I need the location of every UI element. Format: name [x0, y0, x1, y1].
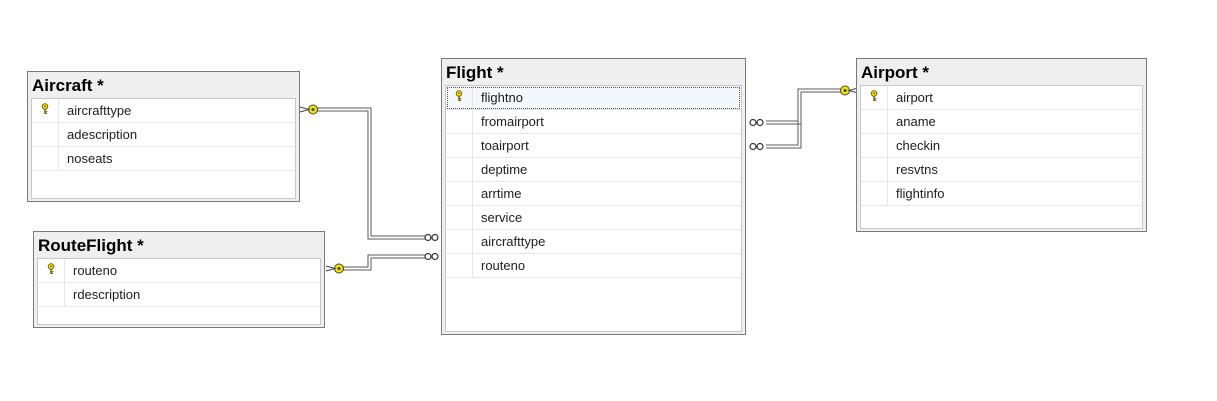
- column-name: noseats: [67, 151, 113, 166]
- column-row-aircrafttype[interactable]: aircrafttype: [32, 99, 295, 123]
- infinity-icon: [424, 233, 439, 242]
- column-name: aname: [896, 114, 936, 129]
- key-cell: [446, 134, 473, 157]
- column-name: routeno: [73, 263, 118, 278]
- table-flight[interactable]: Flight * flightno fromairport toairport dep…: [441, 58, 746, 335]
- column-name: toairport: [481, 138, 529, 153]
- column-name: flightinfo: [896, 186, 945, 201]
- key-cell: [861, 182, 888, 205]
- column-row-noseats[interactable]: noseats: [32, 147, 295, 171]
- column-row-airport[interactable]: airport: [861, 86, 1142, 110]
- key-cell: [861, 110, 888, 133]
- column-row-arrtime[interactable]: arrtime: [446, 182, 741, 206]
- key-icon: [454, 90, 464, 105]
- infinity-icon: [424, 252, 439, 261]
- key-cell: [32, 147, 59, 170]
- key-cell: [861, 86, 888, 109]
- infinity-icon: [749, 118, 764, 127]
- column-row-rdescription[interactable]: rdescription: [38, 283, 320, 307]
- key-cell: [446, 110, 473, 133]
- column-name: arrtime: [481, 186, 522, 201]
- column-name: service: [481, 210, 523, 225]
- column-name: flightno: [481, 90, 523, 105]
- key-cell: [446, 158, 473, 181]
- column-name: routeno: [481, 258, 526, 273]
- table-aircraft[interactable]: Aircraft * aircrafttype adescription nosea…: [27, 71, 300, 202]
- column-name: rdescription: [73, 287, 141, 302]
- key-cell: [446, 206, 473, 229]
- key-cell: [446, 254, 473, 277]
- column-name: resvtns: [896, 162, 938, 177]
- key-icon: [869, 90, 879, 105]
- column-row-deptime[interactable]: deptime: [446, 158, 741, 182]
- table-title[interactable]: Airport *: [861, 63, 929, 82]
- column-name: airport: [896, 90, 933, 105]
- column-row-checkin[interactable]: checkin: [861, 134, 1142, 158]
- column-name: deptime: [481, 162, 528, 177]
- table-title[interactable]: Flight *: [446, 63, 504, 82]
- key-cell: [38, 283, 65, 306]
- key-cell: [32, 99, 59, 122]
- column-row-flightinfo[interactable]: flightinfo: [861, 182, 1142, 206]
- column-row-fromairport[interactable]: fromairport: [446, 110, 741, 134]
- table-title[interactable]: Aircraft *: [32, 76, 104, 95]
- column-grid: flightno fromairport toairport deptime arrti…: [445, 85, 742, 332]
- column-row-service[interactable]: service: [446, 206, 741, 230]
- relationship-routeflight-flight[interactable]: [342, 254, 425, 271]
- table-title[interactable]: RouteFlight *: [38, 236, 144, 255]
- key-cell: [446, 86, 473, 109]
- column-grid: aircrafttype adescription noseats: [31, 98, 296, 199]
- column-row-toairport[interactable]: toairport: [446, 134, 741, 158]
- column-grid: airport aname checkin resvtns flightinfo: [860, 85, 1143, 229]
- key-cell: [861, 158, 888, 181]
- table-airport[interactable]: Airport * airport aname checkin resvtns flig…: [856, 58, 1147, 232]
- column-name: aircrafttype: [67, 103, 132, 118]
- column-row-flightno[interactable]: flightno: [446, 86, 741, 110]
- key-cell: [446, 182, 473, 205]
- column-row-aname[interactable]: aname: [861, 110, 1142, 134]
- column-name: fromairport: [481, 114, 544, 129]
- key-icon: [46, 263, 56, 278]
- relationship-airport-flight[interactable]: [766, 88, 842, 149]
- column-row-adescription[interactable]: adescription: [32, 123, 295, 147]
- key-icon: [840, 85, 859, 96]
- key-cell: [446, 230, 473, 253]
- column-name: checkin: [896, 138, 941, 153]
- column-row-routeno[interactable]: routeno: [446, 254, 741, 278]
- key-icon: [40, 103, 50, 118]
- column-grid: routeno rdescription: [37, 258, 321, 325]
- key-cell: [38, 259, 65, 282]
- column-row-routeno[interactable]: routeno: [38, 259, 320, 283]
- column-name: adescription: [67, 127, 138, 142]
- column-row-resvtns[interactable]: resvtns: [861, 158, 1142, 182]
- key-icon: [325, 263, 344, 274]
- table-routeflight[interactable]: RouteFlight * routeno rdescription: [33, 231, 325, 328]
- relationship-aircraft-flight[interactable]: [316, 107, 425, 240]
- key-cell: [32, 123, 59, 146]
- column-name: aircrafttype: [481, 234, 546, 249]
- key-icon: [299, 104, 318, 115]
- key-cell: [861, 134, 888, 157]
- infinity-icon: [749, 142, 764, 151]
- column-row-aircrafttype[interactable]: aircrafttype: [446, 230, 741, 254]
